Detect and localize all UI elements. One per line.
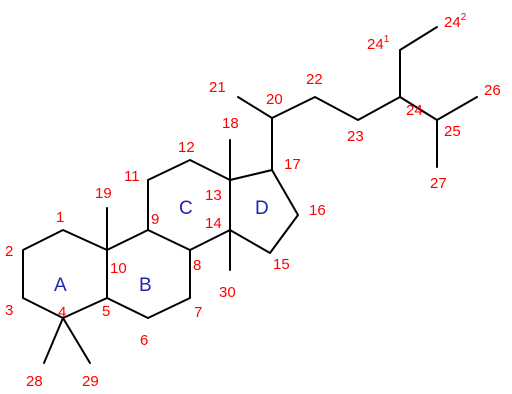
atom-label-29: 29 — [82, 373, 99, 390]
ring-d-bonds — [229, 169, 299, 254]
atom-label-21: 21 — [209, 79, 226, 96]
atom-label-14: 14 — [205, 215, 222, 232]
atom-label-24-2-base: 24 — [444, 14, 461, 31]
atom-label-2: 2 — [5, 243, 13, 260]
atom-label-26: 26 — [484, 82, 501, 99]
methyl-21-bond — [237, 96, 273, 119]
ring-label-a: A — [54, 275, 67, 296]
atom-label-24-2: 242 — [444, 12, 467, 31]
ring-b-bonds — [106, 229, 191, 319]
atom-label-28: 28 — [26, 373, 43, 390]
atom-label-10: 10 — [110, 260, 127, 277]
atom-label-13: 13 — [205, 187, 222, 204]
methyl-26-bond — [436, 96, 478, 121]
atom-label-20: 20 — [266, 91, 283, 108]
atom-label-30: 30 — [219, 284, 236, 301]
atom-label-9: 9 — [151, 211, 159, 228]
atom-label-24-1-sup: 1 — [384, 34, 390, 45]
atom-label-24-2-sup: 2 — [461, 12, 467, 23]
atom-label-7: 7 — [194, 304, 202, 321]
atom-label-8: 8 — [193, 257, 201, 274]
ring-label-b: B — [139, 275, 152, 296]
bond-lines — [22, 26, 478, 364]
atom-label-19: 19 — [95, 185, 112, 202]
ring-c-bonds — [147, 159, 231, 251]
atom-label-24-1: 241 — [367, 34, 390, 53]
ring-label-c: C — [179, 198, 193, 219]
atom-label-17: 17 — [284, 156, 301, 173]
atom-label-27: 27 — [430, 175, 447, 192]
atom-label-22: 22 — [306, 71, 323, 88]
atom-label-18: 18 — [222, 115, 239, 132]
atom-label-6: 6 — [140, 332, 148, 349]
ring-labels: A B C D — [54, 198, 269, 296]
atom-label-23: 23 — [347, 128, 364, 145]
atom-label-1: 1 — [56, 209, 64, 226]
atom-label-24: 24 — [406, 102, 423, 119]
atom-label-12: 12 — [178, 139, 195, 156]
methyl-29-bond — [62, 317, 91, 364]
ring-label-d: D — [255, 198, 269, 219]
atom-label-5: 5 — [102, 303, 110, 320]
atom-label-3: 3 — [5, 302, 13, 319]
atom-numbers: 1 2 3 4 5 6 7 8 9 10 11 12 13 14 15 16 1… — [5, 12, 501, 390]
atom-label-4: 4 — [58, 304, 66, 321]
methyl-28-bond — [43, 317, 64, 364]
atom-label-16: 16 — [309, 202, 326, 219]
atom-label-15: 15 — [273, 256, 290, 273]
atom-label-11: 11 — [124, 168, 140, 185]
atom-label-25: 25 — [444, 123, 461, 140]
ethyl-bonds — [399, 26, 438, 98]
atom-label-24-1-base: 24 — [367, 36, 384, 53]
